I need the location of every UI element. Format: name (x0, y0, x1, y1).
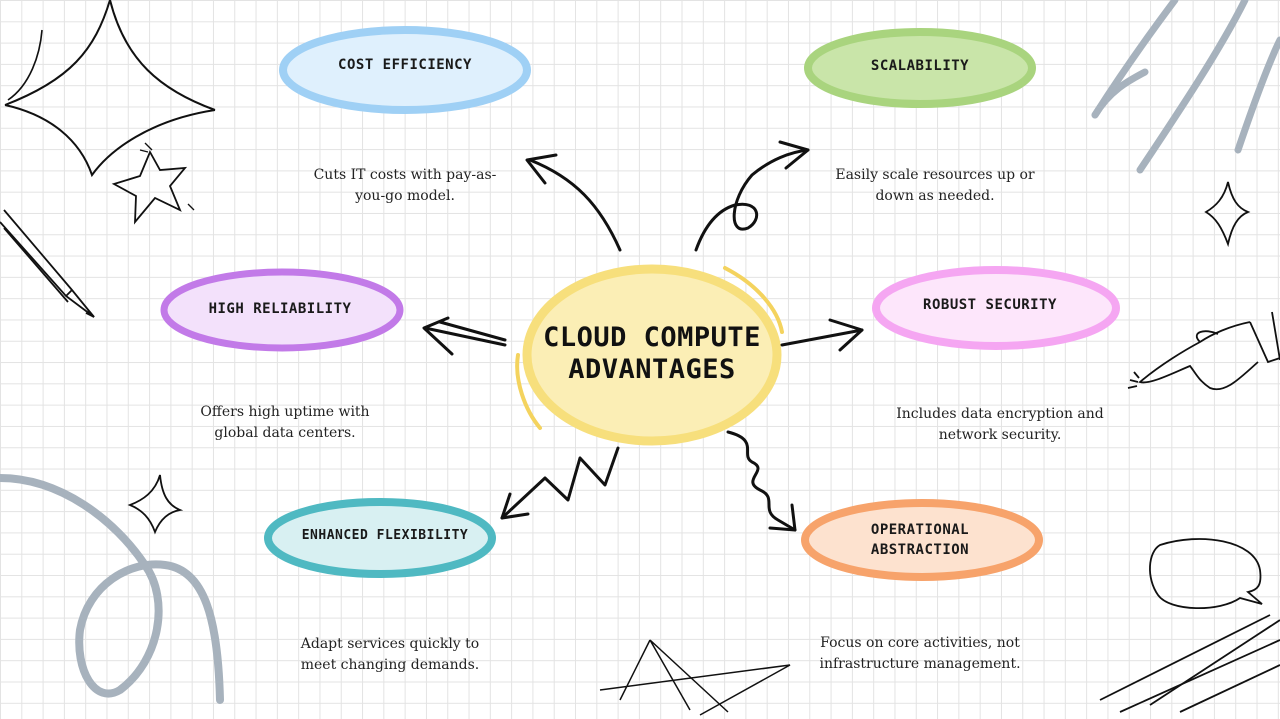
diamond-doodle-right (1204, 181, 1251, 248)
node-label-operational-abstraction-line-1: OPERATIONAL (870, 522, 970, 538)
desc-high-reliability-line-2: global data centers. (214, 425, 356, 441)
speech-bubble-doodle (1149, 538, 1263, 610)
swirl-doodle-top-right (1091, 0, 1280, 174)
star-outline-bottom (599, 639, 791, 716)
center-title-line-1: CLOUD COMPUTE (543, 322, 761, 353)
arrow-to-operational-abstraction (726, 430, 797, 532)
center-title-line-2: ADVANTAGES (568, 354, 736, 385)
diamond-doodle-left (127, 474, 184, 535)
desc-robust-security: Includes data encryption and network sec… (870, 404, 1130, 446)
pointing-hand-doodle (1127, 311, 1280, 391)
scribble-lines-bottom-right (1099, 614, 1280, 713)
desc-enhanced-flexibility: Adapt services quickly to meet changing … (275, 634, 505, 676)
desc-operational-abstraction-line-1: Focus on core activities, not (820, 635, 1020, 651)
blob-cost-efficiency (279, 26, 531, 114)
star-sparks (139, 142, 195, 211)
arrow-to-scalability (694, 148, 810, 252)
arrow-to-high-reliability (423, 326, 507, 347)
arrows (422, 140, 864, 532)
blob-high-reliability (160, 268, 404, 352)
center-accent-strokes (515, 266, 784, 430)
desc-operational-abstraction: Focus on core activities, not infrastruc… (795, 633, 1045, 675)
pencil-doodle (0, 209, 95, 318)
arrow-to-enhanced-flexibility (500, 446, 620, 520)
node-label-operational-abstraction-line-2: ABSTRACTION (870, 542, 970, 558)
arrow-to-cost-efficiency (528, 158, 622, 252)
desc-operational-abstraction-line-2: infrastructure management. (819, 656, 1021, 672)
desc-scalability-line-2: down as needed. (875, 188, 995, 204)
swirl-doodle-bottom-left (0, 474, 224, 704)
node-label-scalability: SCALABILITY (870, 58, 970, 74)
star-doodle (111, 149, 188, 225)
desc-cost-efficiency-line-1: Cuts IT costs with pay-as- (313, 167, 497, 183)
node-label-high-reliability: HIGH RELIABILITY (208, 301, 352, 317)
center-title: CLOUD COMPUTE ADVANTAGES (527, 322, 777, 386)
node-label-robust-security: ROBUST SECURITY (923, 297, 1057, 313)
blob-scalability (804, 28, 1036, 108)
blob-operational-abstraction (801, 499, 1043, 581)
desc-cost-efficiency: Cuts IT costs with pay-as- you-go model. (290, 165, 520, 207)
node-label-enhanced-flexibility: ENHANCED FLEXIBILITY (301, 528, 469, 543)
desc-robust-security-line-2: network security. (938, 427, 1062, 443)
desc-cost-efficiency-line-2: you-go model. (355, 188, 455, 204)
sparkle-doodle-top-left-inner (7, 29, 43, 101)
arrow-to-robust-security (780, 328, 864, 347)
desc-enhanced-flexibility-line-2: meet changing demands. (300, 657, 480, 673)
desc-scalability-line-1: Easily scale resources up or (835, 167, 1035, 183)
node-label-operational-abstraction: OPERATIONAL ABSTRACTION (820, 520, 1020, 560)
blob-center (522, 264, 782, 446)
desc-high-reliability: Offers high uptime with global data cent… (170, 402, 400, 444)
desc-scalability: Easily scale resources up or down as nee… (810, 165, 1060, 207)
sparkle-doodle-top-left (4, 0, 216, 178)
desc-high-reliability-line-1: Offers high uptime with (200, 404, 370, 420)
desc-enhanced-flexibility-line-1: Adapt services quickly to (300, 636, 480, 652)
blob-enhanced-flexibility (264, 498, 496, 578)
desc-robust-security-line-1: Includes data encryption and (896, 406, 1104, 422)
node-label-cost-efficiency: COST EFFICIENCY (338, 57, 472, 73)
blob-robust-security (872, 266, 1120, 350)
